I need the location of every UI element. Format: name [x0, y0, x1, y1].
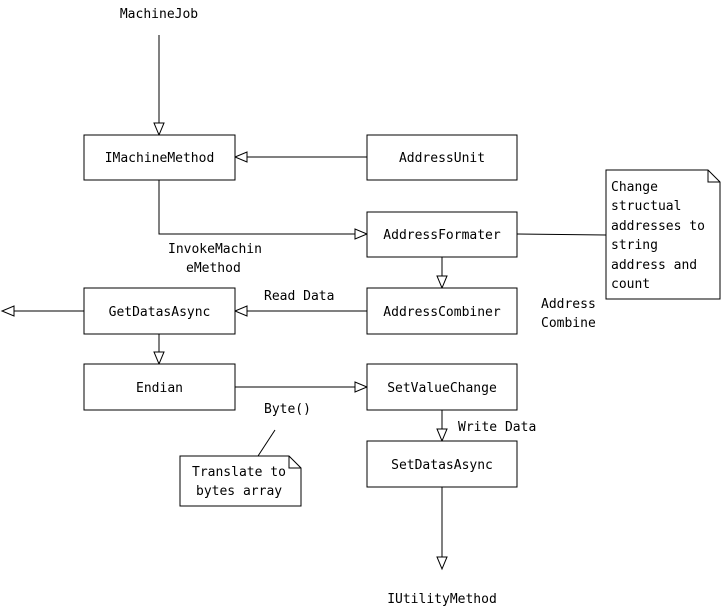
- arrowhead-down: [436, 556, 448, 571]
- arrowhead-down: [436, 275, 448, 290]
- node-label: AddressFormater: [383, 228, 501, 243]
- node-set-datas-async: SetDatasAsync: [366, 440, 518, 488]
- node-label: AddressCombiner: [383, 305, 501, 320]
- node-label: IMachineMethod: [105, 151, 215, 166]
- note-fold: [707, 170, 720, 183]
- label-write-data: Write Data: [458, 420, 536, 435]
- arrowhead-down: [153, 351, 165, 366]
- label-invoke-line2: eMethod: [186, 261, 241, 276]
- label-address-combine-line1: Address: [541, 297, 596, 312]
- note-line: string: [611, 238, 658, 253]
- note-line: Translate to: [192, 465, 286, 480]
- arrowhead-right: [354, 228, 369, 240]
- label-iutility-method: IUtilityMethod: [387, 592, 497, 607]
- node-set-value-change: SetValueChange: [366, 363, 518, 411]
- node-label: Endian: [136, 381, 183, 396]
- label-byte: Byte(): [264, 402, 311, 417]
- note-shape: [179, 455, 302, 507]
- arrowhead-left: [233, 305, 248, 317]
- note-shape: [605, 169, 721, 300]
- note-translate-bytes: Translate to bytes array: [179, 455, 302, 507]
- note-line: count: [611, 277, 650, 292]
- edge-addressformater-to-note: [516, 233, 607, 236]
- arrowhead-down: [153, 122, 165, 137]
- node-label: AddressUnit: [399, 151, 485, 166]
- note-change-addresses: Change structual addresses to string add…: [605, 169, 721, 300]
- node-label: SetDatasAsync: [391, 458, 493, 473]
- label-address-combine-line2: Combine: [541, 316, 596, 331]
- note-line: Change: [611, 180, 658, 195]
- arrowhead-right: [354, 381, 369, 393]
- node-get-datas-async: GetDatasAsync: [83, 287, 236, 335]
- arrowhead-left: [0, 305, 15, 317]
- label-read-data: Read Data: [264, 289, 334, 304]
- node-label: GetDatasAsync: [109, 305, 211, 320]
- node-address-combiner: AddressCombiner: [366, 287, 518, 335]
- note-line: structual: [611, 199, 681, 214]
- note-line: bytes array: [196, 484, 282, 499]
- note-fold: [288, 456, 301, 469]
- arrowhead-left: [233, 151, 248, 163]
- note-line: addresses to: [611, 219, 705, 234]
- edge-byte-to-note: [257, 429, 276, 457]
- arrowhead-down: [436, 428, 448, 443]
- node-label: SetValueChange: [387, 381, 497, 396]
- node-imachine-method: IMachineMethod: [83, 134, 236, 181]
- note-line: address and: [611, 258, 697, 273]
- label-invoke-line1: InvokeMachin: [168, 242, 262, 257]
- node-address-unit: AddressUnit: [366, 134, 518, 181]
- edge-imachinemethod-to-addressformater: [158, 180, 355, 235]
- label-machine-job: MachineJob: [120, 7, 198, 22]
- node-address-formater: AddressFormater: [366, 211, 518, 258]
- node-endian: Endian: [83, 363, 236, 411]
